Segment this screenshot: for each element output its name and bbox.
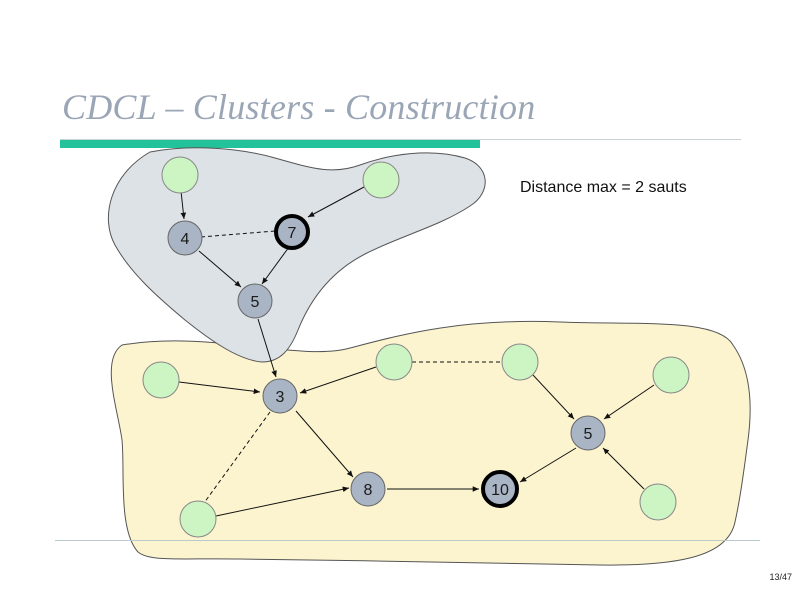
node-5-top-label: 5	[251, 294, 260, 311]
member-node	[179, 500, 217, 538]
arrow-edge	[180, 190, 187, 220]
arrow-edge	[299, 366, 377, 394]
member-node	[652, 356, 690, 394]
cluster-region-top	[108, 147, 486, 363]
footer-divider-line	[55, 540, 760, 541]
arrow-edge	[307, 186, 365, 218]
arrow-edge	[295, 410, 354, 478]
node-3: 3	[262, 378, 298, 414]
slide-title: CDCL – Clusters - Construction	[62, 87, 536, 127]
member-node	[362, 161, 400, 199]
arrow-edge	[257, 318, 277, 378]
node-8: 8	[350, 471, 386, 507]
node-10-cluster-head: 10	[481, 470, 519, 508]
member-node	[142, 361, 180, 399]
node-7-cluster-head: 7	[274, 214, 310, 250]
member-node	[501, 343, 539, 381]
title-divider-line	[60, 139, 741, 140]
node-4-label: 4	[181, 231, 190, 248]
node-7-label: 7	[288, 225, 297, 242]
arrow-edge	[603, 384, 655, 420]
member-node	[639, 483, 677, 521]
arrow-edge	[519, 447, 577, 483]
arrow-edge	[532, 374, 575, 420]
member-node	[161, 156, 199, 194]
node-5-top: 5	[237, 283, 273, 319]
arrow-edge	[198, 250, 242, 288]
page-number: 13/47	[769, 572, 792, 582]
node-8-label: 8	[364, 482, 373, 499]
node-5-bottom: 5	[570, 415, 606, 451]
node-3-label: 3	[276, 389, 285, 406]
node-4: 4	[167, 220, 203, 256]
node-5-bottom-label: 5	[584, 426, 593, 443]
arrow-edge	[178, 381, 261, 395]
member-node	[375, 343, 413, 381]
node-10-label: 10	[491, 482, 509, 499]
dashed-link	[200, 230, 276, 238]
title-accent-bar	[60, 140, 480, 148]
dashed-link	[203, 411, 271, 504]
arrow-edge	[261, 246, 290, 285]
arrow-edge	[215, 486, 350, 517]
arrow-edge	[602, 447, 645, 490]
distance-note: Distance max = 2 sauts	[520, 179, 687, 196]
